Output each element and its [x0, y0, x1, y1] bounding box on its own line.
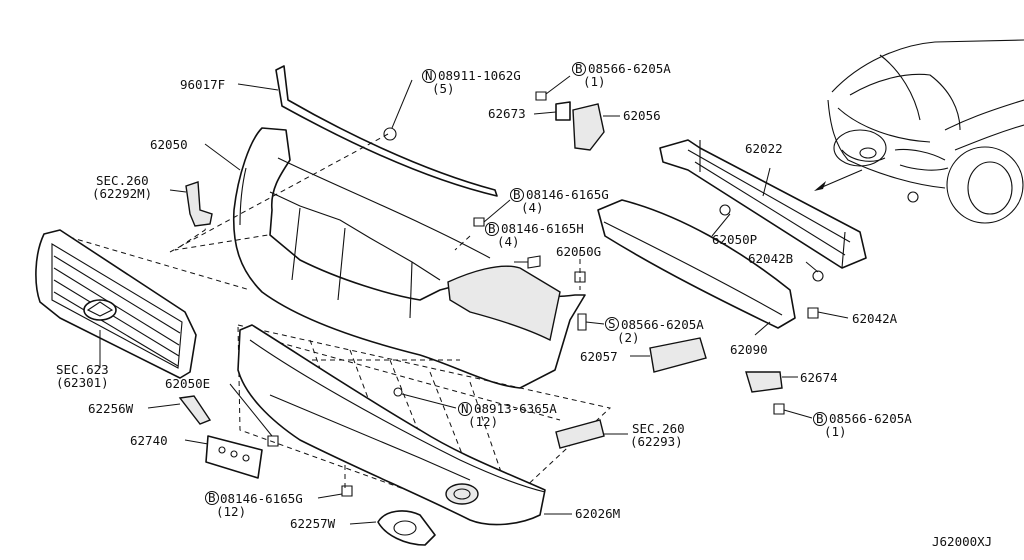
clip-62042B	[805, 261, 824, 282]
label-08566-6205A-low-qty: (1)	[824, 424, 847, 439]
label-62042B: 62042B	[748, 251, 793, 266]
clip-62050G	[574, 271, 586, 283]
label-08913-6365A-qty: (12)	[468, 414, 498, 429]
vehicle-illustration	[814, 39, 1024, 224]
bolt-08146-H	[514, 255, 541, 269]
labels: 96017F 62050 SEC.260 (62292M) SEC.623 (6…	[56, 61, 992, 549]
part-62257W-fog-cover	[349, 510, 436, 546]
part-62740-bracket	[184, 435, 263, 479]
label-08566-6205A-top-qty: (1)	[583, 74, 606, 89]
clip-08913	[393, 387, 457, 409]
label-08146-6165G-low-qty: (12)	[216, 504, 246, 519]
part-62056-bracket	[572, 103, 620, 151]
part-62022-reinforcement	[659, 139, 867, 269]
label-08566-6205A-s-qty: (2)	[617, 330, 640, 345]
label-62022: 62022	[745, 141, 783, 156]
label-62050: 62050	[150, 137, 188, 152]
part-62673-clip	[533, 101, 571, 121]
label-08911-1062G-qty: (5)	[432, 81, 455, 96]
label-62673: 62673	[488, 106, 526, 121]
label-08146-6165H-qty: (4)	[497, 234, 520, 249]
marker-n-top: N	[425, 68, 433, 83]
part-62674-clip	[745, 371, 798, 393]
label-62042A: 62042A	[852, 311, 898, 326]
clip-62050P	[711, 204, 731, 237]
marker-n-low: N	[461, 401, 469, 416]
label-sec260-left-sub: (62292M)	[92, 186, 152, 201]
part-62050-bumper-fascia	[204, 127, 586, 389]
clip-62050E	[229, 383, 279, 447]
label-96017F: 96017F	[180, 77, 225, 92]
label-62050P: 62050P	[712, 232, 757, 247]
part-sec260-bracket-right	[555, 419, 628, 449]
label-sec260-left: SEC.260	[96, 173, 149, 188]
bolt-08146-G-low	[317, 485, 353, 499]
label-08911-1062G: 08911-1062G	[438, 68, 521, 83]
fasteners	[229, 75, 849, 499]
label-62740: 62740	[130, 433, 168, 448]
bolt-08146-G	[473, 199, 511, 227]
label-62056: 62056	[623, 108, 661, 123]
label-62090: 62090	[730, 342, 768, 357]
diagram-ref-code: J62000XJ	[932, 534, 992, 549]
label-62057: 62057	[580, 349, 618, 364]
marker-b-low-right: B	[816, 411, 824, 426]
label-62674: 62674	[800, 370, 838, 385]
marker-b-low: B	[208, 490, 216, 505]
label-sec623: SEC.623	[56, 362, 109, 377]
label-08566-6205A-s: 08566-6205A	[621, 317, 704, 332]
part-62026M-lower-cover	[237, 324, 572, 526]
bolt-08566-top	[535, 75, 571, 101]
part-62090-absorber	[597, 199, 796, 336]
label-08566-6205A-top: 08566-6205A	[588, 61, 671, 76]
part-sec260-bracket-left	[169, 181, 213, 227]
label-08566-6205A-low: 08566-6205A	[829, 411, 912, 426]
bolt-08566-low	[773, 403, 813, 419]
callout-markers	[205, 62, 827, 505]
marker-b-top: B	[575, 61, 583, 76]
part-grille	[35, 229, 197, 379]
label-62050G: 62050G	[556, 244, 601, 259]
label-08146-6165H: 08146-6165H	[501, 221, 584, 236]
label-sec260-right: SEC.260	[632, 421, 685, 436]
label-62257W: 62257W	[290, 516, 336, 531]
marker-b-6165H: B	[488, 221, 496, 236]
marker-s: S	[608, 316, 616, 331]
label-08146-6165G-low: 08146-6165G	[220, 491, 303, 506]
part-96017F-molding	[237, 65, 498, 197]
label-08146-6165G-qty: (4)	[521, 200, 544, 215]
label-62026M: 62026M	[575, 506, 620, 521]
label-08146-6165G: 08146-6165G	[526, 187, 609, 202]
part-62057-cover	[630, 337, 707, 373]
label-sec623-sub: (62301)	[56, 375, 109, 390]
marker-b-6165G: B	[513, 187, 521, 202]
clip-08911	[383, 79, 413, 141]
label-62256W: 62256W	[88, 401, 134, 416]
label-62050E: 62050E	[165, 376, 210, 391]
label-08913-6365A: 08913-6365A	[474, 401, 557, 416]
bolt-62042A	[807, 307, 849, 319]
part-62256W-cover	[147, 395, 212, 425]
label-sec260-right-sub: (62293)	[630, 434, 683, 449]
screw-08566-S	[577, 313, 605, 331]
